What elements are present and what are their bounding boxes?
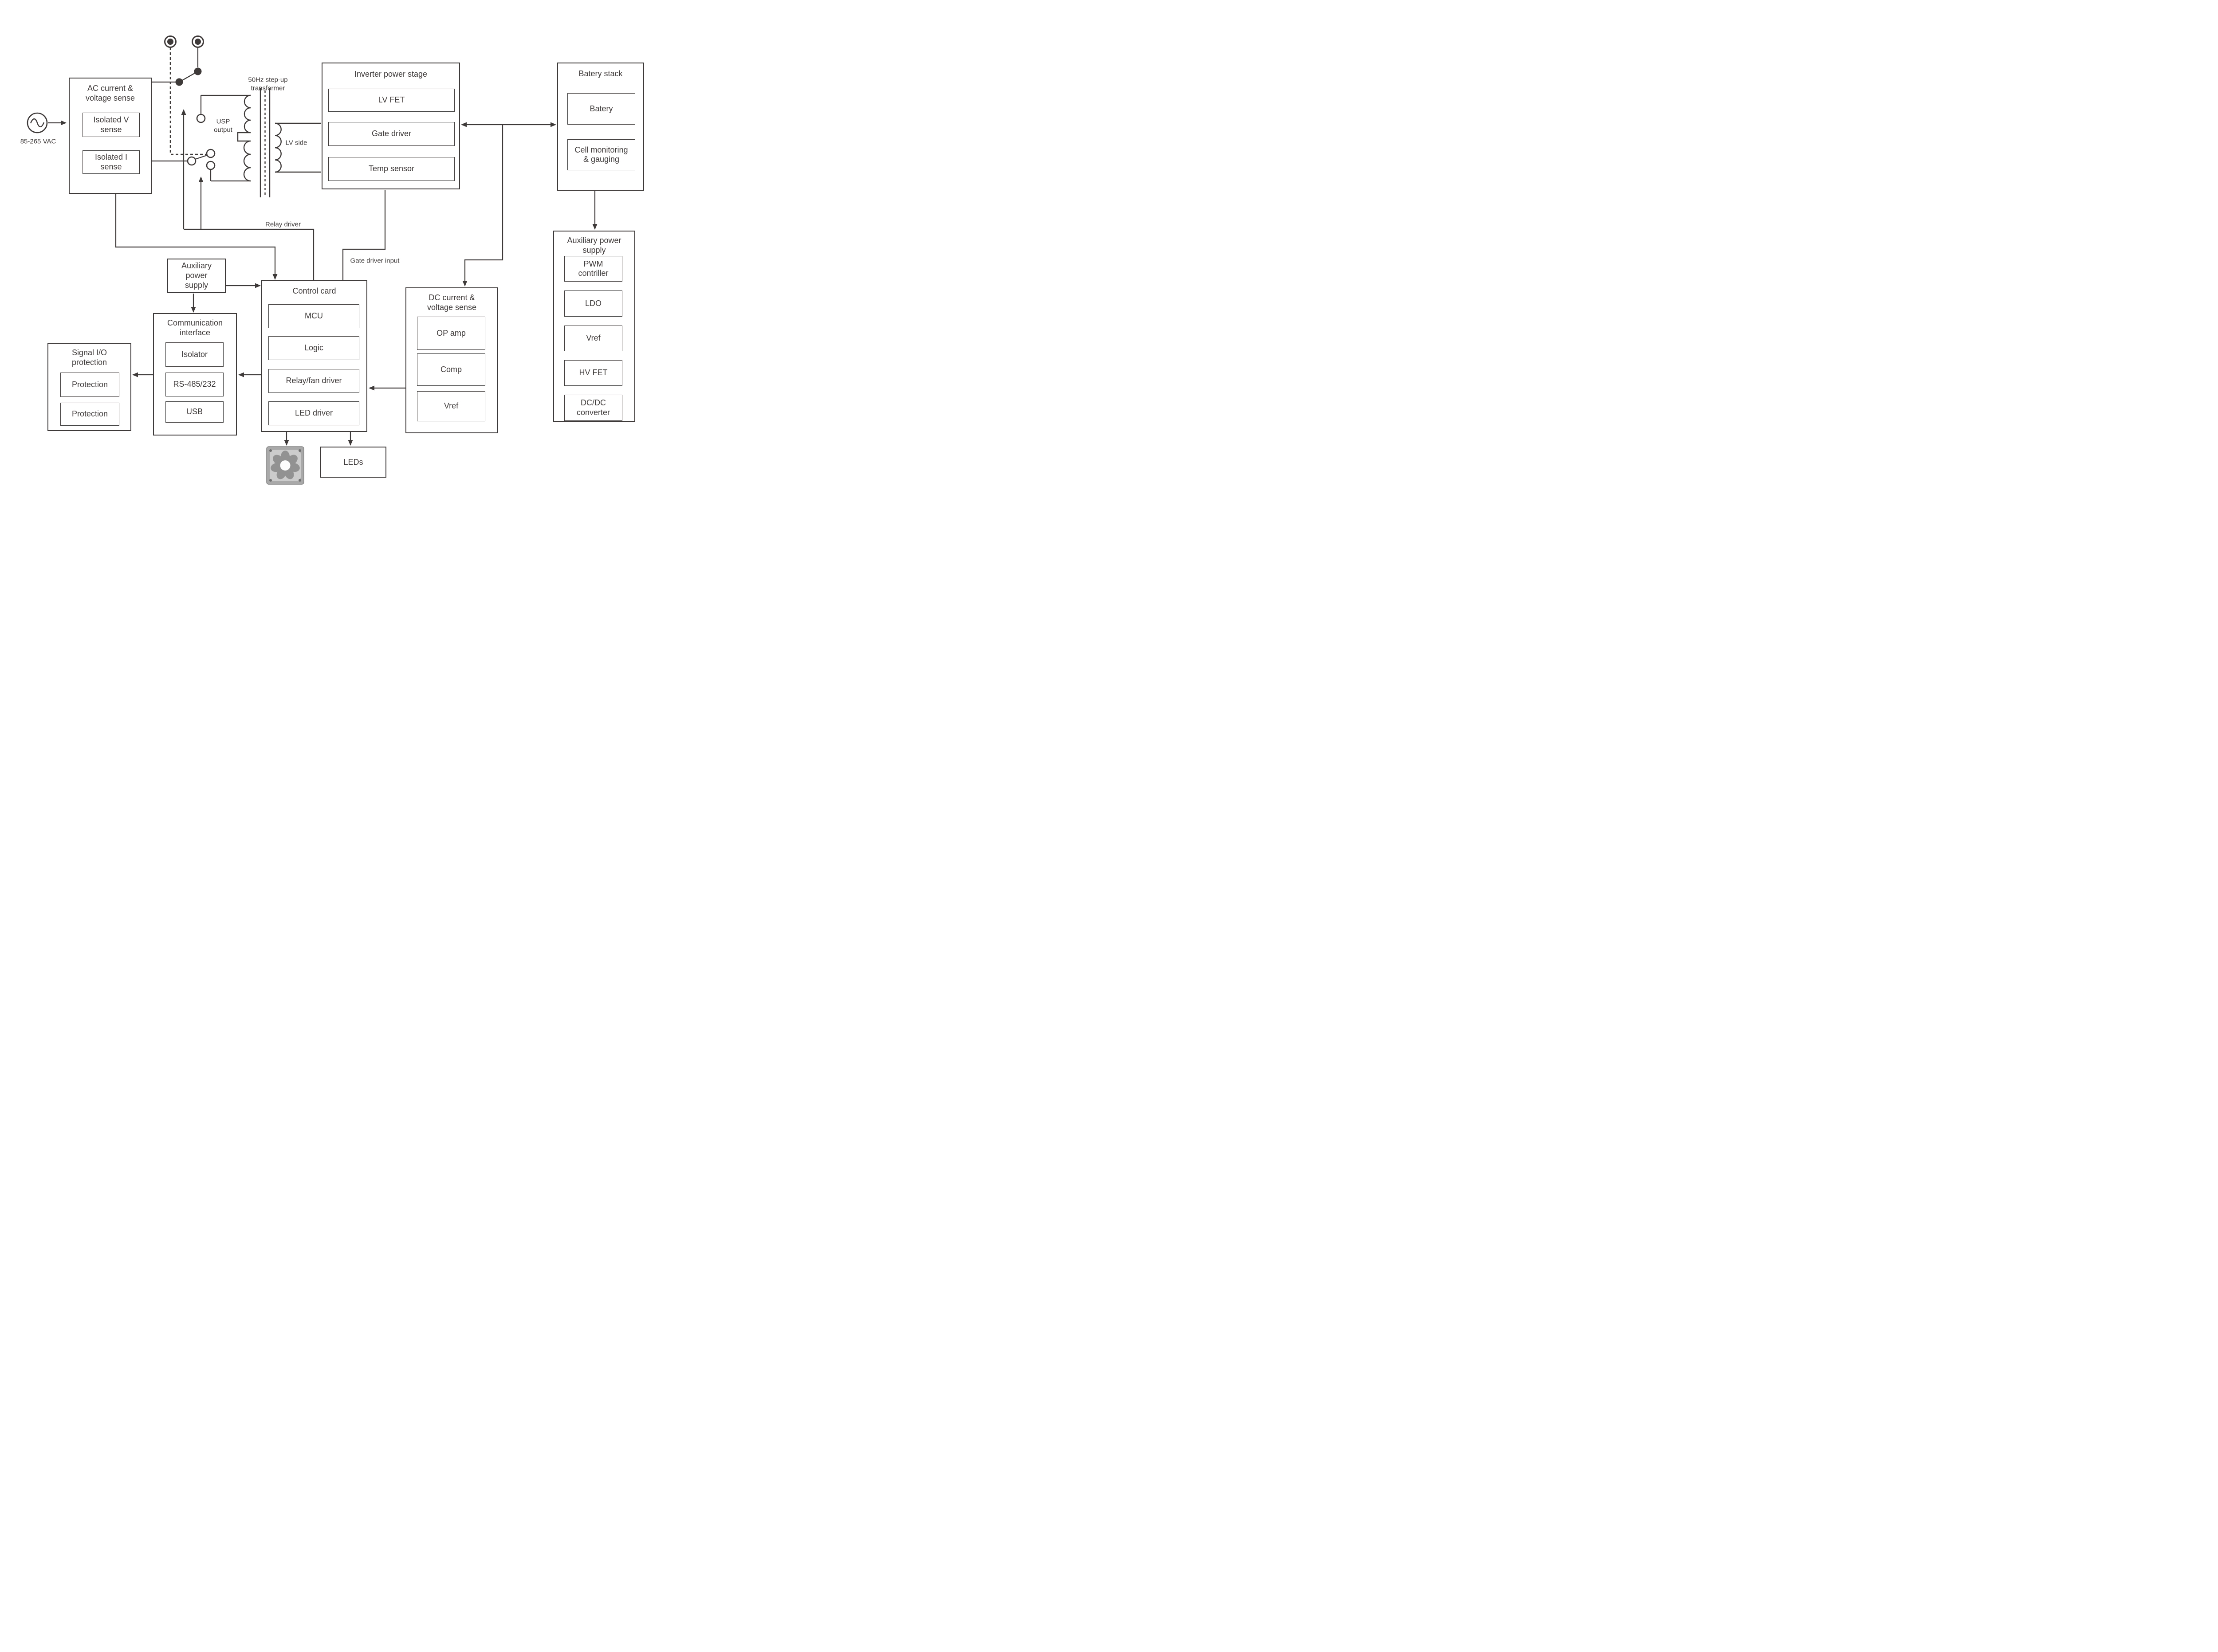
rs485-label: RS-485/232 (173, 380, 216, 389)
leds-label: LEDs (343, 457, 363, 467)
vref-box: Vref (564, 326, 622, 351)
isolated-v-sense-box: Isolated V sense (83, 113, 140, 137)
signal-io-protection-box: Signal I/O protection Protection Protect… (47, 343, 131, 431)
relay-driver-label: Relay driver (265, 220, 301, 228)
aux-power-mid-title: Auxiliary power supply (181, 261, 212, 290)
ac-sense-box: AC current & voltage sense Isolated V se… (69, 78, 152, 194)
signal-io-title: Signal I/O protection (71, 348, 107, 367)
relay-fan-driver-label: Relay/fan driver (286, 376, 342, 385)
pwm-controller-label: PWM contriller (578, 259, 609, 278)
wire-relay-driver (184, 228, 315, 281)
output-terminal-icon (164, 35, 204, 48)
led-driver-label: LED driver (295, 408, 333, 418)
logic-box: Logic (268, 336, 359, 360)
dashed-link (169, 47, 206, 155)
aux-power-right-title: Auxiliary power supply (567, 236, 621, 255)
comp-box: Comp (417, 353, 485, 386)
ac-sense-title: AC current & voltage sense (85, 84, 135, 102)
gate-driver-label: Gate driver (371, 129, 412, 138)
aux-power-supply-mid-box: Auxiliary power supply (167, 259, 226, 293)
isolated-v-sense-label: Isolated V sense (93, 115, 129, 134)
lv-side-label: LV side (285, 139, 307, 147)
relay-switch-icon (152, 149, 216, 181)
usb-box: USB (165, 401, 224, 423)
dc-vref-label: Vref (444, 401, 459, 411)
op-amp-label: OP amp (437, 328, 466, 337)
ac-source-icon (27, 112, 48, 133)
wire-layer (27, 35, 598, 485)
ldo-box: LDO (564, 290, 622, 317)
isolated-i-sense-box: Isolated I sense (83, 150, 140, 174)
rs485-box: RS-485/232 (165, 373, 224, 396)
comm-interface-title: Communication interface (167, 318, 223, 337)
isolator-label: Isolator (181, 349, 208, 359)
cell-monitoring-label: Cell monitoring & gauging (574, 145, 628, 164)
ldo-label: LDO (585, 298, 602, 308)
protection-box-1: Protection (60, 373, 119, 397)
led-driver-box: LED driver (268, 401, 359, 425)
block-diagram: AC current & voltage sense Isolated V se… (0, 0, 685, 510)
protection-label-2: Protection (71, 409, 108, 419)
battery-stack-box: Batery stack Batery Cell monitoring & ga… (557, 63, 644, 191)
usp-output-label: USP output (214, 118, 232, 133)
protection-box-2: Protection (60, 403, 119, 426)
wire-to-dc-sense (462, 125, 503, 286)
isolator-box: Isolator (165, 342, 224, 367)
dcdc-converter-label: DC/DC converter (576, 398, 610, 417)
transformer-icon (237, 88, 321, 197)
lv-fet-box: LV FET (328, 89, 455, 112)
dc-sense-box: DC current & voltage sense OP amp Comp V… (405, 287, 498, 433)
usp-terminal-icon (196, 94, 251, 182)
battery-stack-title: Batery stack (578, 69, 623, 78)
temp-sensor-box: Temp sensor (328, 157, 455, 181)
protection-label-1: Protection (71, 380, 108, 389)
control-card-box: Control card MCU Logic Relay/fan driver … (261, 280, 367, 432)
gate-driver-box: Gate driver (328, 122, 455, 146)
comm-interface-box: Communication interface Isolator RS-485/… (153, 313, 237, 436)
dcdc-converter-box: DC/DC converter (564, 395, 622, 421)
cell-monitoring-box: Cell monitoring & gauging (567, 139, 635, 170)
lv-fet-label: LV FET (378, 95, 405, 105)
leds-box: LEDs (320, 447, 386, 478)
logic-label: Logic (304, 343, 324, 353)
gate-driver-input-label: Gate driver input (350, 257, 400, 265)
relay-fan-driver-box: Relay/fan driver (268, 369, 359, 393)
control-card-title: Control card (292, 286, 336, 295)
relay-switch-icon (152, 47, 202, 86)
usb-label: USB (186, 407, 203, 416)
inverter-power-stage-box: Inverter power stage LV FET Gate driver … (322, 63, 460, 189)
hv-fet-box: HV FET (564, 360, 622, 386)
comp-label: Comp (440, 365, 462, 374)
source-voltage-label: 85-265 VAC (20, 137, 56, 145)
aux-power-supply-right-box: Auxiliary power supply PWM contriller LD… (553, 231, 635, 422)
temp-sensor-label: Temp sensor (368, 164, 415, 173)
hv-fet-label: HV FET (579, 368, 608, 377)
vref-label: Vref (586, 334, 601, 343)
pwm-controller-box: PWM contriller (564, 256, 622, 282)
op-amp-box: OP amp (417, 317, 485, 350)
mcu-label: MCU (305, 311, 323, 321)
inverter-title: Inverter power stage (354, 70, 428, 78)
transformer-label: 50Hz step-up transformer (248, 76, 288, 92)
isolated-i-sense-label: Isolated I sense (94, 153, 128, 171)
fan-icon (266, 446, 304, 485)
wire-acsense-to-control (115, 194, 278, 280)
mcu-box: MCU (268, 304, 359, 328)
battery-box: Batery (567, 93, 635, 125)
wire-gate-driver-input (342, 190, 386, 281)
dc-sense-title: DC current & voltage sense (427, 293, 477, 312)
dc-vref-box: Vref (417, 391, 485, 421)
battery-label: Batery (590, 104, 613, 113)
